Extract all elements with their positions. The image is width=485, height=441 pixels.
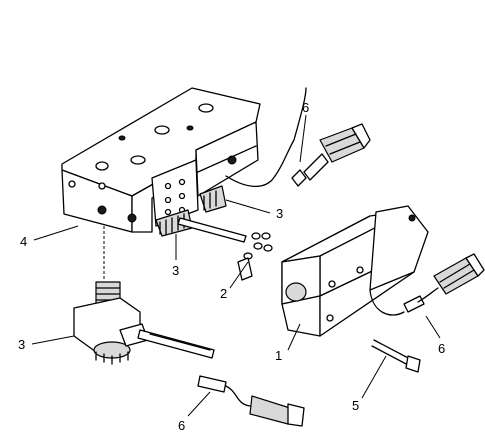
callout-5: 5: [352, 398, 359, 413]
o-rings: [237, 232, 273, 281]
callout-4: 4: [20, 234, 27, 249]
cable-upper: [225, 87, 329, 187]
manifold-block: [61, 87, 261, 233]
callout-6-top: 6: [302, 100, 309, 115]
pin-rod: [177, 217, 247, 243]
callout-3-block: 3: [172, 263, 179, 278]
connector-top: [319, 123, 371, 163]
connector-bottom: [197, 375, 305, 427]
callout-3-lower: 3: [18, 337, 25, 352]
callout-1: 1: [275, 348, 282, 363]
bolt: [371, 339, 421, 373]
callout-6-bottom: 6: [178, 418, 185, 433]
callout-leaders: [31, 114, 441, 417]
callout-2: 2: [220, 286, 227, 301]
connector-right: [417, 253, 485, 303]
solenoid-under-block: [155, 185, 227, 237]
callout-3-side: 3: [276, 206, 283, 221]
callout-6-right: 6: [438, 341, 445, 356]
solenoid-valve: [281, 205, 429, 337]
lower-valve: [73, 281, 215, 365]
